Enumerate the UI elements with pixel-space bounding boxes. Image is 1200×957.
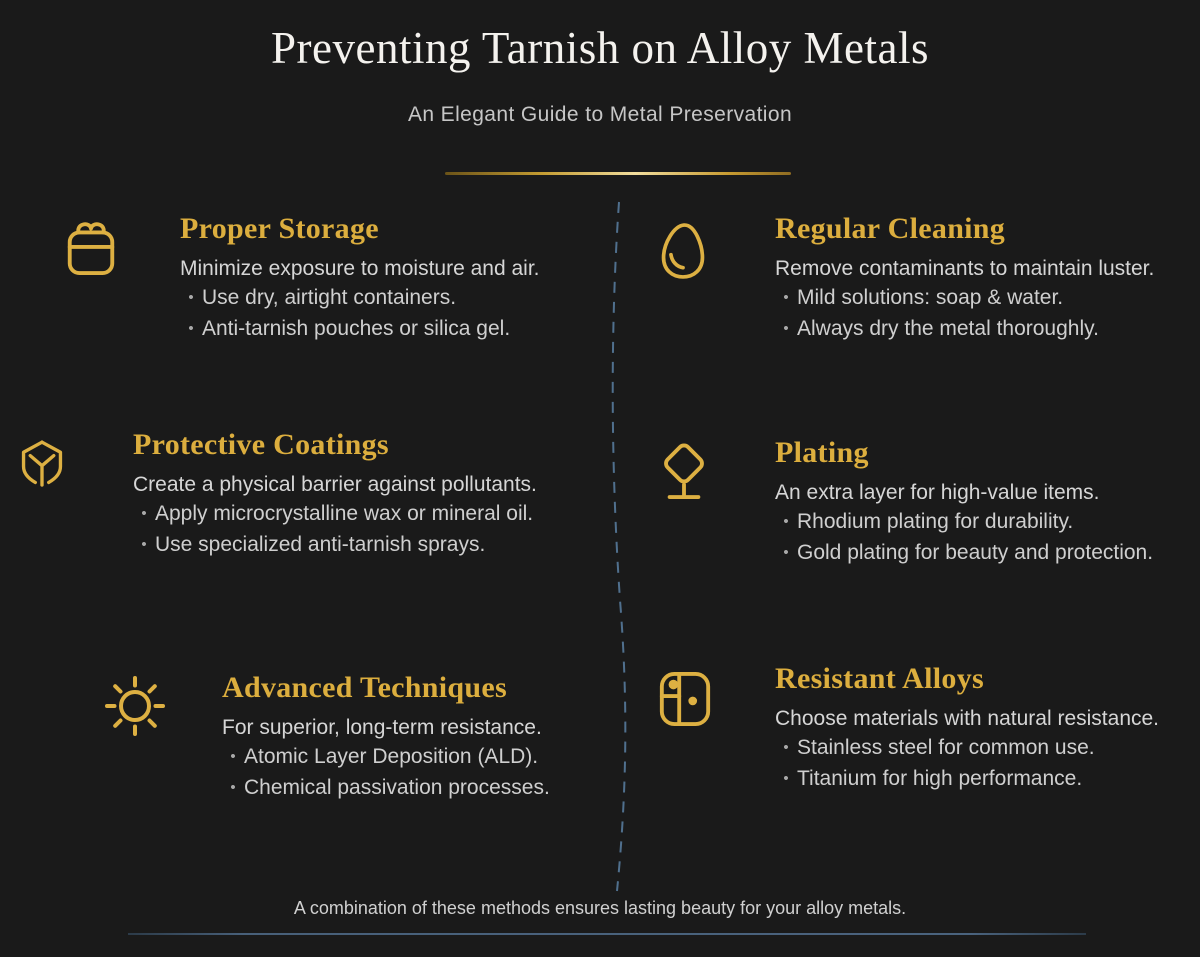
bullet-text: Use specialized anti-tarnish sprays. — [155, 533, 486, 556]
water-drop-icon — [658, 220, 708, 282]
bullet-item: • Stainless steel for common use. — [775, 733, 1200, 764]
bullet-item: • Anti-tarnish pouches or silica gel. — [180, 314, 655, 345]
bullet-item: • Chemical passivation processes. — [222, 773, 697, 804]
section-text: Protective Coatings Create a physical ba… — [133, 427, 608, 561]
bullet-dot: • — [783, 513, 789, 530]
section-description: Choose materials with natural resistance… — [775, 707, 1160, 730]
bullet-item: • Rhodium plating for durability. — [775, 507, 1200, 538]
bullet-item: • Apply microcrystalline wax or mineral … — [133, 499, 608, 530]
bullet-item: • Use dry, airtight containers. — [180, 283, 655, 314]
bullet-text: Titanium for high performance. — [797, 767, 1083, 790]
bullet-text: Rhodium plating for durability. — [797, 510, 1074, 533]
bullet-text: Atomic Layer Deposition (ALD). — [244, 745, 539, 768]
bullet-dot: • — [783, 320, 789, 337]
bullet-text: Apply microcrystalline wax or mineral oi… — [155, 502, 534, 525]
section-text: Proper Storage Minimize exposure to mois… — [180, 211, 655, 345]
bullet-item: • Use specialized anti-tarnish sprays. — [133, 530, 608, 561]
section-text: Plating An extra layer for high-value it… — [775, 435, 1200, 569]
bullet-dot: • — [141, 536, 147, 553]
section-title: Plating — [775, 436, 869, 469]
section-title: Advanced Techniques — [222, 671, 507, 704]
bullet-dot: • — [141, 505, 147, 522]
section-description: Minimize exposure to moisture and air. — [180, 257, 540, 280]
bullet-dot: • — [783, 770, 789, 787]
footer-divider-line — [128, 933, 1086, 935]
section-description: For superior, long-term resistance. — [222, 716, 542, 739]
gold-divider-line — [445, 172, 791, 175]
section-description: An extra layer for high-value items. — [775, 481, 1100, 504]
section-title: Regular Cleaning — [775, 212, 1006, 245]
section-title: Protective Coatings — [133, 428, 389, 461]
bullet-item: • Atomic Layer Deposition (ALD). — [222, 742, 697, 773]
safe-box-icon — [657, 668, 713, 730]
bullet-item: • Gold plating for beauty and protection… — [775, 538, 1200, 569]
section-text: Advanced Techniques For superior, long-t… — [222, 670, 697, 804]
section-title: Resistant Alloys — [775, 662, 984, 695]
page-subtitle: An Elegant Guide to Metal Preservation — [407, 103, 793, 126]
bullet-text: Stainless steel for common use. — [797, 736, 1095, 759]
storage-box-icon — [62, 217, 120, 275]
section-title: Proper Storage — [180, 212, 379, 245]
shield-icon — [16, 433, 68, 495]
bullet-dot: • — [230, 779, 236, 796]
sun-icon — [103, 674, 167, 738]
bullet-dot: • — [783, 544, 789, 561]
section-description: Remove contaminants to maintain luster. — [775, 257, 1155, 280]
bullet-text: Gold plating for beauty and protection. — [797, 541, 1154, 564]
bullet-item: • Mild solutions: soap & water. — [775, 283, 1200, 314]
footer-note: A combination of these methods ensures l… — [293, 898, 907, 918]
gem-stand-icon — [660, 440, 708, 508]
bullet-item: • Titanium for high performance. — [775, 764, 1200, 795]
bullet-dot: • — [783, 739, 789, 756]
section-text: Regular Cleaning Remove contaminants to … — [775, 211, 1200, 345]
page-title: Preventing Tarnish on Alloy Metals — [271, 23, 929, 73]
bullet-text: Chemical passivation processes. — [244, 776, 550, 799]
bullet-dot: • — [188, 289, 194, 306]
bullet-dot: • — [230, 748, 236, 765]
bullet-text: Anti-tarnish pouches or silica gel. — [202, 317, 511, 340]
bullet-item: • Always dry the metal thoroughly. — [775, 314, 1200, 345]
bullet-text: Always dry the metal thoroughly. — [797, 317, 1099, 340]
section-text: Resistant Alloys Choose materials with n… — [775, 661, 1200, 795]
bullet-text: Use dry, airtight containers. — [202, 286, 457, 309]
section-description: Create a physical barrier against pollut… — [133, 473, 537, 496]
bullet-dot: • — [783, 289, 789, 306]
bullet-dot: • — [188, 320, 194, 337]
bullet-text: Mild solutions: soap & water. — [797, 286, 1064, 309]
